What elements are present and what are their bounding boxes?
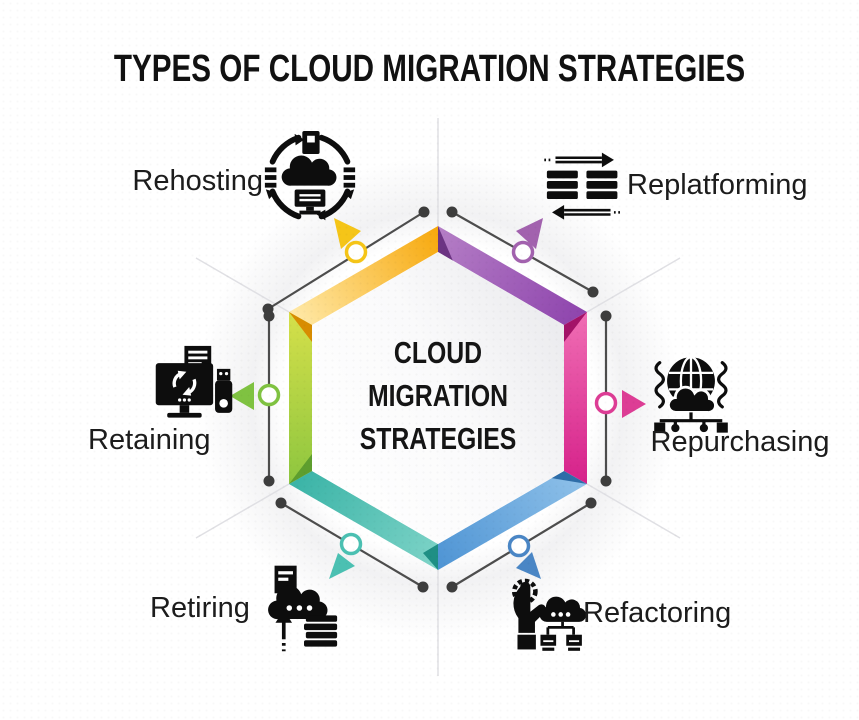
label-rehosting: Rehosting [132, 165, 263, 197]
edge-band-repurchasing [564, 312, 587, 484]
center-title-line3: STRATEGIES [359, 420, 517, 456]
connector-retaining [230, 310, 281, 487]
edge-band-replatforming [438, 226, 587, 325]
label-retaining: Retaining [88, 424, 211, 456]
edge-band-retaining [289, 312, 312, 484]
corner-fold-refactoring [551, 471, 587, 484]
connector-replatforming [446, 206, 599, 298]
server-transfer-arrows-icon [544, 152, 622, 220]
label-repurchasing: Repurchasing [650, 426, 830, 458]
connector-dot [446, 581, 458, 593]
center-title: CLOUD MIGRATION STRATEGIES [358, 332, 518, 460]
connector-refactoring [446, 497, 597, 593]
pointer-arrow-rehosting [334, 218, 361, 249]
connector-dot [263, 310, 275, 322]
connector-ring-rehosting [344, 240, 368, 264]
edge-band-retiring [289, 471, 438, 570]
edge-band-refactoring [438, 471, 587, 570]
connector-rehosting [262, 206, 430, 315]
connector-dot [585, 497, 597, 509]
connector-repurchasing [594, 310, 646, 487]
label-retiring: Retiring [150, 592, 250, 624]
connector-dot [275, 497, 287, 509]
connector-dot [446, 206, 458, 218]
connector-dot [417, 581, 429, 593]
hexagon-inner-face [312, 252, 564, 544]
connector-ring-retaining [257, 383, 281, 407]
globe-cloud-network-icon [654, 356, 728, 433]
connector-retiring [275, 497, 429, 593]
center-title-line2: MIGRATION [367, 377, 509, 413]
connector-ring-retiring [339, 532, 363, 556]
pointer-arrow-repurchasing [622, 390, 646, 418]
corner-fold-retaining [289, 454, 312, 484]
label-refactoring: Refactoring [583, 597, 732, 629]
center-title-line1: CLOUD [393, 335, 483, 370]
connector-ring-refactoring [507, 534, 531, 558]
pointer-arrow-refactoring [516, 552, 541, 579]
corner-fold-retiring [423, 544, 438, 570]
connector-ring-replatforming [511, 240, 535, 264]
cloud-migration-cycle-icon [264, 130, 356, 221]
connector-dot [587, 286, 599, 298]
corner-fold-replatforming [438, 226, 453, 261]
label-replatforming: Replatforming [627, 169, 808, 201]
monitor-sync-usb-icon [155, 345, 233, 418]
connector-ring-repurchasing [594, 391, 618, 415]
connector-dot [600, 475, 612, 487]
sector-separator-lines [195, 118, 681, 676]
cloud-upload-archive-icon [268, 565, 338, 652]
corner-fold-rehosting [289, 312, 312, 342]
page-title: TYPES OF CLOUD MIGRATION STRATEGIES [113, 48, 746, 90]
pointer-arrow-retiring [329, 553, 355, 579]
connector-dot [263, 475, 275, 487]
pointer-arrow-replatforming [516, 218, 543, 249]
edge-band-rehosting [289, 226, 438, 325]
corner-fold-repurchasing [564, 312, 587, 342]
pointer-arrow-retaining [230, 382, 254, 410]
connector-dot [418, 206, 430, 218]
hand-gear-cloud-icon [511, 578, 587, 651]
connector-dot [600, 310, 612, 322]
